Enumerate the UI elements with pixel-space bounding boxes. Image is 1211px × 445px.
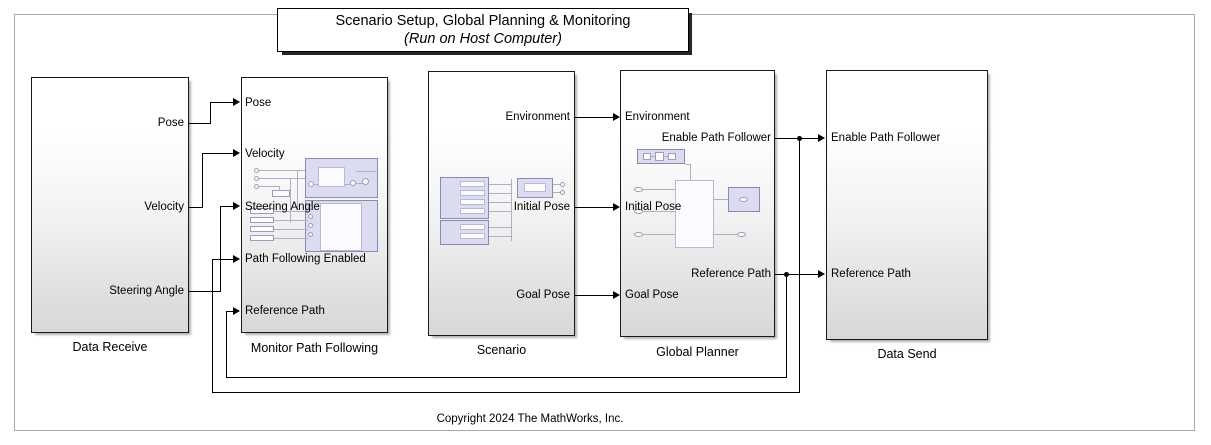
wire-reference-path-main <box>775 274 819 275</box>
wire-velocity-seg1 <box>189 207 203 208</box>
block-label-data-send: Data Send <box>877 347 937 361</box>
block-data-send[interactable] <box>826 70 988 340</box>
arrow-global-planner-goal-pose <box>613 291 620 299</box>
port-out-scenario-environment: Environment <box>505 111 570 123</box>
port-out-scenario-initial-pose: Initial Pose <box>513 201 570 213</box>
model-frame <box>14 14 1195 431</box>
wire-velocity-seg3 <box>202 153 234 154</box>
arrow-monitor-pose <box>233 98 240 106</box>
port-in-data-send-enable-path-follower: Enable Path Follower <box>831 132 941 144</box>
wire-environment <box>575 117 614 118</box>
port-in-monitor-reference-path: Reference Path <box>245 305 325 317</box>
arrow-monitor-path-following-enabled <box>233 255 240 263</box>
thumbnail-global-planner <box>633 147 765 257</box>
wire-feedback-refpath-h-top <box>226 311 234 312</box>
port-out-data-receive-steering-angle: Steering Angle <box>109 285 184 297</box>
arrow-monitor-velocity <box>233 149 240 157</box>
arrow-global-planner-initial-pose <box>613 203 620 211</box>
port-in-global-planner-environment: Environment <box>625 111 690 123</box>
port-in-monitor-velocity: Velocity <box>245 148 285 160</box>
arrow-data-send-reference-path <box>818 270 825 278</box>
wire-steering-seg1 <box>189 291 221 292</box>
port-out-global-planner-reference-path: Reference Path <box>691 268 771 280</box>
arrow-data-send-enable-path-follower <box>818 134 825 142</box>
arrow-global-planner-environment <box>613 113 620 121</box>
wire-feedback-enable-v-right <box>799 138 800 393</box>
wire-pose-seg2 <box>210 102 211 124</box>
wire-pose-seg3 <box>210 102 234 103</box>
thumbnail-scenario <box>438 173 568 249</box>
title-line-secondary: (Run on Host Computer) <box>404 31 562 47</box>
block-label-monitor-path-following: Monitor Path Following <box>250 341 379 355</box>
block-data-receive[interactable] <box>31 77 189 333</box>
port-in-data-send-reference-path: Reference Path <box>831 268 911 280</box>
port-in-monitor-steering-angle: Steering Angle <box>245 201 320 213</box>
wire-steering-seg2 <box>220 206 221 292</box>
title-annotation-box: Scenario Setup, Global Planning & Monito… <box>277 8 689 52</box>
wire-steering-seg3 <box>220 206 234 207</box>
block-label-data-receive: Data Receive <box>72 340 148 354</box>
wire-feedback-refpath-v-left <box>226 311 227 378</box>
port-in-global-planner-goal-pose: Goal Pose <box>625 289 679 301</box>
port-out-data-receive-velocity: Velocity <box>144 201 184 213</box>
wire-feedback-enable-v-left <box>212 259 213 393</box>
port-out-data-receive-pose: Pose <box>157 117 184 129</box>
wire-goal-pose <box>575 295 614 296</box>
port-in-monitor-pose: Pose <box>245 97 272 109</box>
wire-pose-seg1 <box>189 123 211 124</box>
port-in-monitor-path-following-enabled: Path Following Enabled <box>245 253 366 265</box>
copyright-notice: Copyright 2024 The MathWorks, Inc. <box>436 413 624 425</box>
wire-feedback-enable-h-bottom <box>212 392 800 393</box>
wire-feedback-refpath-h-bottom <box>226 377 787 378</box>
arrow-monitor-steering-angle <box>233 202 240 210</box>
thumbnail-monitor-path-following <box>250 157 378 253</box>
block-label-global-planner: Global Planner <box>656 345 739 359</box>
block-label-scenario: Scenario <box>476 343 527 357</box>
wire-feedback-enable-h-top <box>212 259 234 260</box>
port-out-global-planner-enable-path-follower: Enable Path Follower <box>661 132 771 144</box>
wire-initial-pose <box>575 207 614 208</box>
port-in-global-planner-initial-pose: Initial Pose <box>625 201 682 213</box>
wire-velocity-seg2 <box>202 153 203 208</box>
title-line-primary: Scenario Setup, Global Planning & Monito… <box>335 13 631 29</box>
wire-feedback-refpath-v-right <box>786 274 787 377</box>
port-out-scenario-goal-pose: Goal Pose <box>516 289 570 301</box>
arrow-monitor-reference-path <box>233 307 240 315</box>
